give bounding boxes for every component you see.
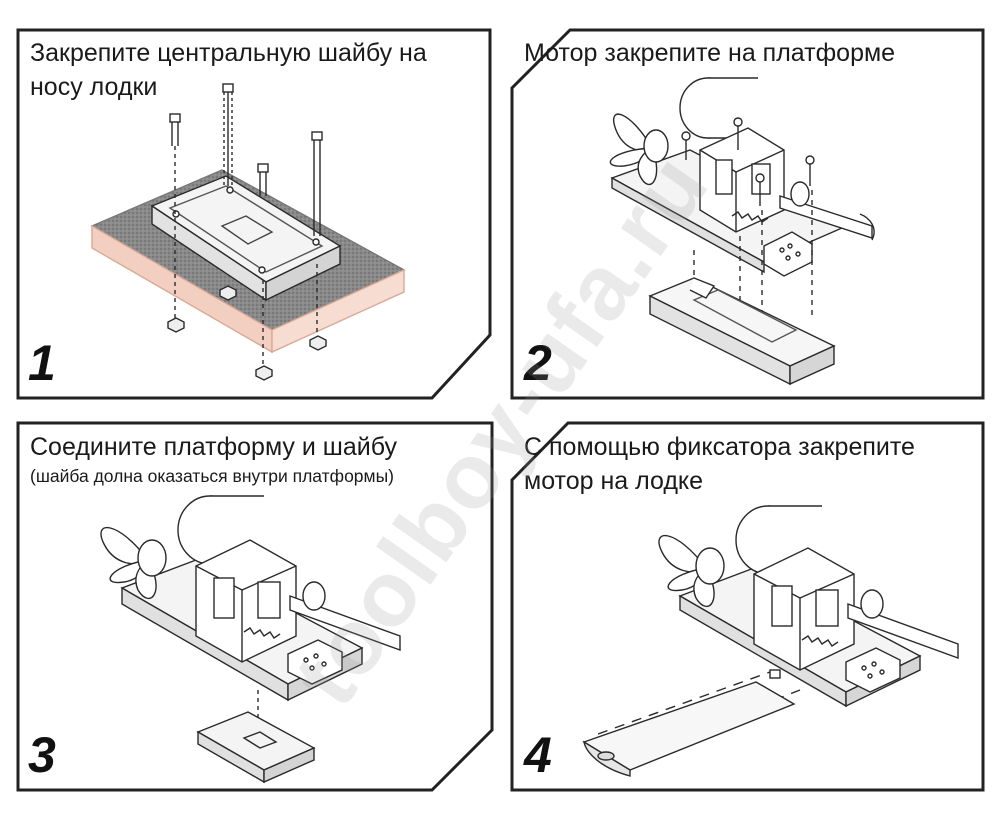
screw bbox=[169, 113, 181, 320]
step-4-caption: С помощью фиксатора закрепите мотор на л… bbox=[524, 430, 915, 498]
latch-pin bbox=[769, 669, 781, 679]
step-3-number: 3 bbox=[28, 727, 56, 783]
caption-line: С помощью фиксатора закрепите bbox=[524, 433, 915, 461]
caption-line: Соедините платформу и шайбу bbox=[30, 433, 397, 461]
center-washer-plate bbox=[196, 711, 316, 784]
motor-body bbox=[195, 539, 297, 663]
caption-line: мотор на лодке bbox=[524, 467, 704, 495]
nut bbox=[219, 285, 237, 301]
screw bbox=[805, 155, 815, 186]
screw bbox=[755, 173, 765, 206]
motor-platform bbox=[648, 277, 836, 386]
step-1-caption: Закрепите центральную шайбу на носу лодк… bbox=[30, 36, 427, 104]
panel-3-illustration bbox=[100, 495, 401, 784]
propeller bbox=[658, 534, 725, 608]
screw bbox=[681, 131, 691, 160]
step-4-number: 4 bbox=[524, 727, 552, 783]
screw bbox=[222, 83, 234, 186]
panel-4-frame bbox=[510, 421, 985, 792]
nut bbox=[309, 335, 327, 351]
step-2-caption: Мотор закрепите на платформе bbox=[524, 36, 895, 70]
nut bbox=[167, 317, 185, 333]
washer-center-slot bbox=[220, 215, 274, 245]
boat-carpet-edge-right bbox=[271, 268, 405, 354]
step-1-number: 1 bbox=[28, 335, 56, 391]
spring bbox=[243, 627, 281, 639]
nut bbox=[255, 365, 273, 381]
spring bbox=[801, 635, 839, 647]
panel-1-frame bbox=[16, 28, 492, 400]
caption-note: (шайба долна оказаться внутри платформы) bbox=[30, 466, 394, 486]
control-box bbox=[287, 639, 343, 685]
screw bbox=[257, 163, 269, 366]
propeller bbox=[609, 113, 669, 185]
panel-3-frame bbox=[16, 421, 494, 792]
screw bbox=[733, 117, 743, 150]
fixator-latch bbox=[582, 681, 796, 777]
step-3-caption: Соедините платформу и шайбу (шайба долна… bbox=[30, 430, 397, 488]
motor-body bbox=[753, 547, 855, 671]
panel-1-illustration bbox=[90, 83, 406, 381]
drive-shaft bbox=[779, 195, 873, 239]
control-box bbox=[845, 647, 901, 693]
caption-line: Закрепите центральную шайбу на bbox=[30, 39, 427, 67]
panel-4-illustration bbox=[582, 505, 959, 777]
panel-2-frame bbox=[510, 28, 985, 400]
screw bbox=[311, 131, 323, 338]
panel-2-illustration bbox=[609, 77, 875, 386]
caption-line: носу лодки bbox=[30, 73, 158, 101]
propeller bbox=[100, 526, 167, 600]
step-2-number: 2 bbox=[524, 335, 552, 391]
motor-body bbox=[699, 127, 785, 233]
caption-line: Мотор закрепите на платформе bbox=[524, 39, 896, 67]
